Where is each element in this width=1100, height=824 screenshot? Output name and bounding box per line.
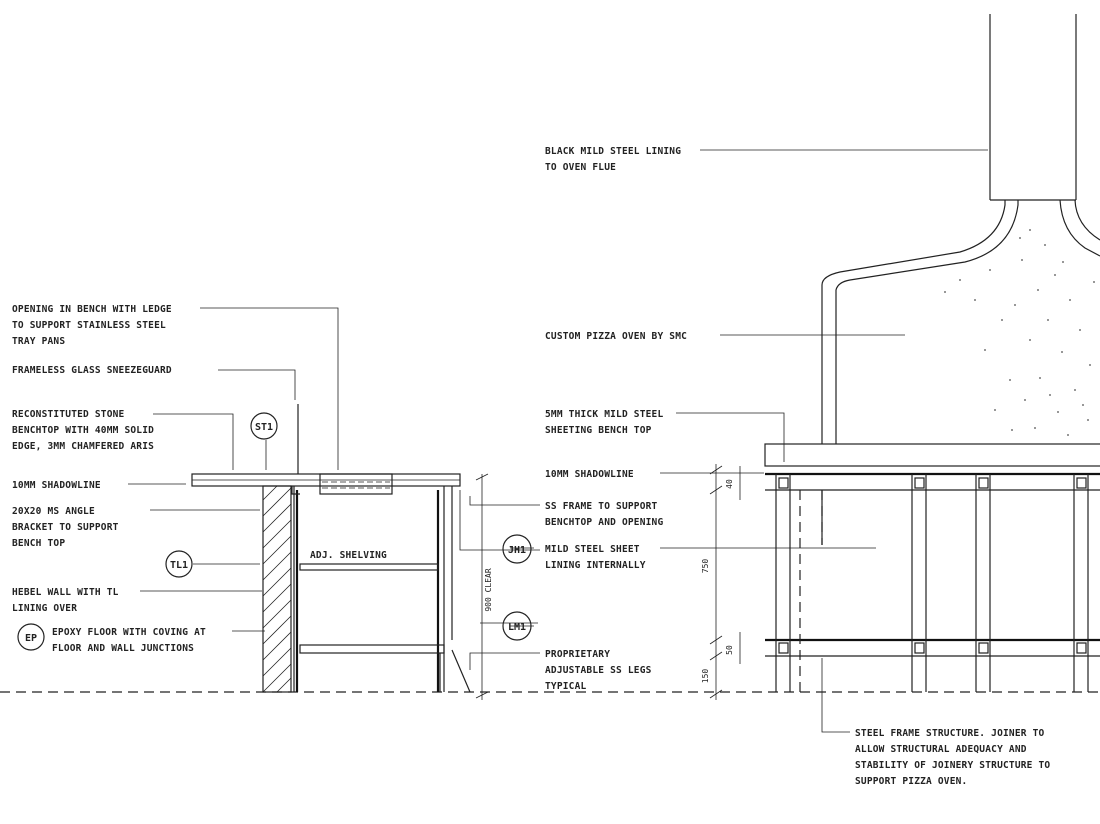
note-line: TO OVEN FLUE bbox=[545, 162, 616, 173]
note-line: ADJ. SHELVING bbox=[310, 550, 387, 561]
note-line: SHEETING BENCH TOP bbox=[545, 425, 652, 436]
note-line: STABILITY OF JOINERY STRUCTURE TO bbox=[855, 760, 1050, 771]
tag-st1-label: ST1 bbox=[255, 422, 273, 433]
note-steel-frame: STEEL FRAME STRUCTURE. JOINER TO ALLOW S… bbox=[855, 728, 1050, 787]
note-mild-steel-sheet: MILD STEEL SHEET LINING INTERNALLY bbox=[545, 544, 646, 571]
note-line: TYPICAL bbox=[545, 681, 587, 692]
note-line: EPOXY FLOOR WITH COVING AT bbox=[52, 627, 206, 638]
note-line: FLOOR AND WALL JUNCTIONS bbox=[52, 643, 194, 654]
height-dimensions: 40 750 50 150 bbox=[701, 464, 741, 700]
tag-jh1-label: JH1 bbox=[508, 545, 526, 556]
dim-900-clear: 900 CLEAR bbox=[484, 568, 493, 612]
note-line: MILD STEEL SHEET bbox=[545, 544, 640, 555]
note-line: STEEL FRAME STRUCTURE. JOINER TO bbox=[855, 728, 1045, 739]
note-line: PROPRIETARY bbox=[545, 649, 610, 660]
note-line: SS FRAME TO SUPPORT bbox=[545, 501, 658, 512]
note-reconstituted-stone: RECONSTITUTED STONE BENCHTOP WITH 40MM S… bbox=[12, 409, 154, 452]
note-shadowline-right: 10MM SHADOWLINE bbox=[545, 469, 634, 480]
note-line: ADJUSTABLE SS LEGS bbox=[545, 665, 652, 676]
clear-dimension: 900 CLEAR bbox=[475, 473, 493, 700]
note-adj-shelving: ADJ. SHELVING bbox=[310, 550, 387, 561]
right-leaders bbox=[459, 149, 988, 733]
frame-posts bbox=[775, 474, 1089, 692]
tag-st1: ST1 bbox=[250, 412, 278, 440]
note-epoxy-floor: EPOXY FLOOR WITH COVING AT FLOOR AND WAL… bbox=[52, 627, 206, 654]
note-line: TRAY PANS bbox=[12, 336, 65, 347]
tag-ep: EP bbox=[17, 623, 45, 651]
tag-lm1-label: LM1 bbox=[508, 622, 526, 633]
note-line: 10MM SHADOWLINE bbox=[545, 469, 634, 480]
note-hebel-wall: HEBEL WALL WITH TL LINING OVER bbox=[12, 587, 119, 614]
note-frameless-glass: FRAMELESS GLASS SNEEZEGUARD bbox=[12, 365, 172, 376]
note-line: SUPPORT PIZZA OVEN. bbox=[855, 776, 967, 787]
note-line: LINING INTERNALLY bbox=[545, 560, 646, 571]
note-ms-angle: 20X20 MS ANGLE BRACKET TO SUPPORT BENCH … bbox=[12, 506, 119, 549]
note-line: BRACKET TO SUPPORT bbox=[12, 522, 119, 533]
tray-pan-opening bbox=[319, 473, 393, 495]
note-opening-in-bench: OPENING IN BENCH WITH LEDGE TO SUPPORT S… bbox=[12, 304, 172, 347]
tag-tl1: TL1 bbox=[165, 550, 193, 578]
note-line: 10MM SHADOWLINE bbox=[12, 480, 101, 491]
note-line: RECONSTITUTED STONE bbox=[12, 409, 125, 420]
note-line: BENCH TOP bbox=[12, 538, 65, 549]
dim-40: 40 bbox=[725, 479, 734, 489]
note-mild-steel-sheeting: 5MM THICK MILD STEEL SHEETING BENCH TOP bbox=[545, 409, 663, 436]
dim-50: 50 bbox=[725, 645, 734, 655]
left-bench bbox=[191, 404, 471, 693]
note-line: OPENING IN BENCH WITH LEDGE bbox=[12, 304, 172, 315]
note-proprietary-legs: PROPRIETARY ADJUSTABLE SS LEGS TYPICAL bbox=[545, 649, 652, 692]
note-line: LINING OVER bbox=[12, 603, 77, 614]
note-line: 20X20 MS ANGLE bbox=[12, 506, 95, 517]
oven-texture bbox=[944, 229, 1095, 436]
note-custom-pizza-oven: CUSTOM PIZZA OVEN BY SMC bbox=[545, 331, 687, 342]
note-black-mild-steel: BLACK MILD STEEL LINING TO OVEN FLUE bbox=[545, 146, 681, 173]
tag-lm1: LM1 bbox=[502, 611, 532, 641]
tag-tl1-label: TL1 bbox=[170, 560, 188, 571]
steel-benchtop bbox=[764, 443, 1100, 467]
note-line: FRAMELESS GLASS SNEEZEGUARD bbox=[12, 365, 172, 376]
note-line: HEBEL WALL WITH TL bbox=[12, 587, 119, 598]
note-shadowline-left: 10MM SHADOWLINE bbox=[12, 480, 101, 491]
note-line: 5MM THICK MILD STEEL bbox=[545, 409, 663, 420]
note-line: BENCHTOP AND OPENING bbox=[545, 517, 663, 528]
note-line: BENCHTOP WITH 40MM SOLID bbox=[12, 425, 154, 436]
left-leaders bbox=[128, 307, 339, 632]
note-line: TO SUPPORT STAINLESS STEEL bbox=[12, 320, 166, 331]
tag-jh1: JH1 bbox=[502, 534, 532, 564]
note-line: CUSTOM PIZZA OVEN BY SMC bbox=[545, 331, 687, 342]
note-line: EDGE, 3MM CHAMFERED ARIS bbox=[12, 441, 154, 452]
dim-750: 750 bbox=[701, 559, 710, 574]
note-line: BLACK MILD STEEL LINING bbox=[545, 146, 681, 157]
pizza-oven-structure bbox=[764, 14, 1100, 692]
hebel-wall bbox=[262, 485, 292, 693]
note-ss-frame: SS FRAME TO SUPPORT BENCHTOP AND OPENING bbox=[545, 501, 663, 528]
adj-shelf bbox=[299, 563, 439, 571]
oven-outline-left bbox=[821, 200, 1006, 444]
bottom-shelf bbox=[299, 644, 445, 654]
tag-ep-label: EP bbox=[25, 633, 37, 644]
dim-150: 150 bbox=[701, 669, 710, 684]
note-line: ALLOW STRUCTURAL ADEQUACY AND bbox=[855, 744, 1027, 755]
